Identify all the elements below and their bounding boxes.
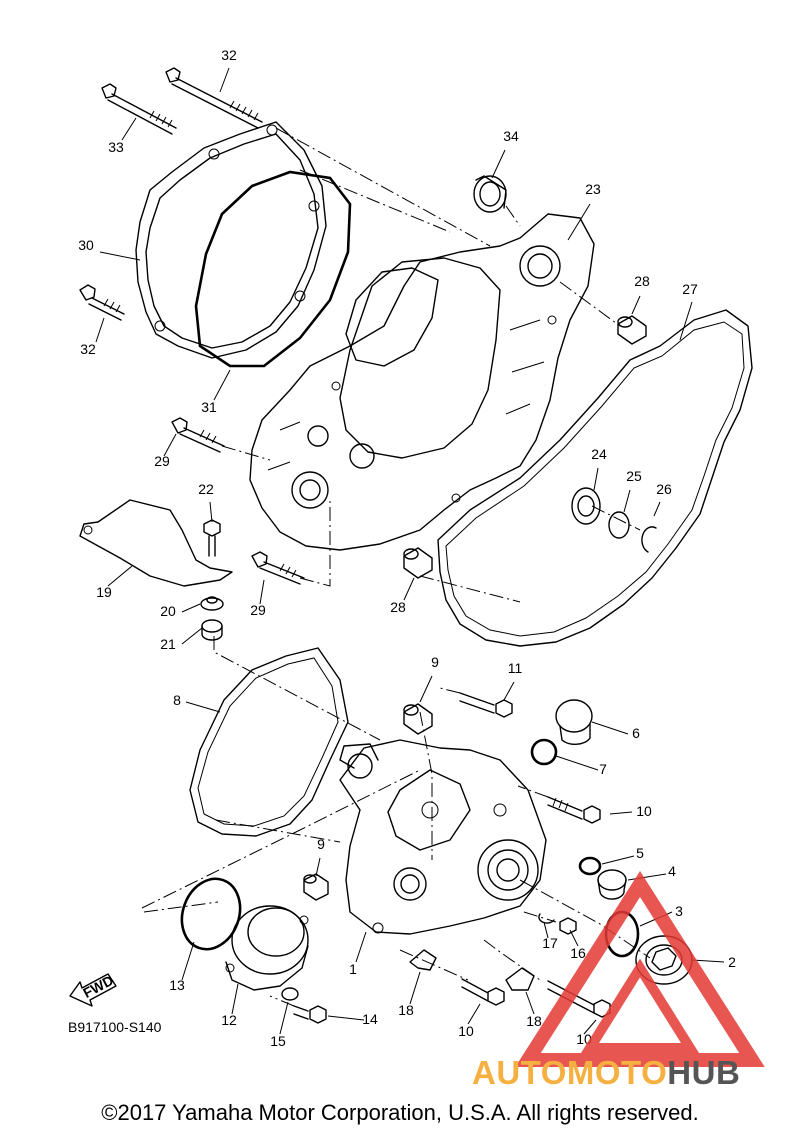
fwd-label: FWD xyxy=(80,972,116,1001)
watermark-triangle-outer xyxy=(515,870,765,1067)
callout-c26: 26 xyxy=(656,481,672,497)
watermark-text-part1: AUTOMOTO xyxy=(472,1054,668,1091)
dowel-pin-9-upper xyxy=(403,703,433,735)
callout-c19: 19 xyxy=(96,584,112,600)
watermark-logo xyxy=(515,870,765,1067)
gasket-27-inner xyxy=(445,321,745,637)
circlip-26 xyxy=(641,526,657,553)
callout-c23: 23 xyxy=(585,181,601,197)
bolt-33 xyxy=(101,83,177,135)
bracket-19-hole xyxy=(83,525,93,535)
oil-seal-34 xyxy=(473,175,507,213)
dowel-pin-28-upper xyxy=(617,315,647,345)
callout-c18b: 18 xyxy=(526,1013,542,1029)
crankcase-cover-1 xyxy=(339,739,547,935)
callout-c31: 31 xyxy=(201,399,217,415)
callout-c12: 12 xyxy=(221,1012,237,1028)
clamp-18-left xyxy=(409,949,437,971)
watermark-text-part2: HUB xyxy=(667,1054,741,1091)
callout-c27: 27 xyxy=(682,281,698,297)
gasket-8 xyxy=(189,647,349,837)
callout-c1: 1 xyxy=(349,961,357,977)
center-lines xyxy=(141,127,651,1007)
callout-c28a: 28 xyxy=(634,273,650,289)
clutch-cover-outer-30 xyxy=(135,121,327,359)
callout-c33: 33 xyxy=(108,139,124,155)
oil-filler-cap-6 xyxy=(555,699,593,745)
callout-c20: 20 xyxy=(160,603,176,619)
gasket-27 xyxy=(437,309,753,647)
bolt-22 xyxy=(203,519,221,557)
dowel-pin-9-lower xyxy=(303,873,329,901)
callout-c21: 21 xyxy=(160,636,176,652)
callout-c3: 3 xyxy=(675,903,683,919)
o-ring-5 xyxy=(578,856,602,876)
callout-c29a: 29 xyxy=(154,453,170,469)
callout-c17: 17 xyxy=(542,935,558,951)
bolt-29-lower xyxy=(251,551,305,585)
callout-c9b: 9 xyxy=(317,836,325,852)
watermark-text: AUTOMOTOHUB xyxy=(472,1054,740,1092)
callout-c8: 8 xyxy=(173,692,181,708)
bolt-10-upper xyxy=(547,796,601,824)
callout-c34: 34 xyxy=(503,128,519,144)
callout-c16: 16 xyxy=(570,945,586,961)
copyright-notice: ©2017 Yamaha Motor Corporation, U.S.A. A… xyxy=(101,1100,699,1125)
bolt-29-upper xyxy=(171,417,225,453)
callout-c28b: 28 xyxy=(390,599,406,615)
callout-c11: 11 xyxy=(508,660,523,676)
callout-c32a: 32 xyxy=(221,47,237,63)
leader-lines xyxy=(95,67,725,1035)
dowel-pin-28-lower xyxy=(403,547,433,579)
bearing-24 xyxy=(571,487,601,525)
collar-21 xyxy=(201,619,223,641)
bolt-14 xyxy=(293,1005,327,1024)
pin-16 xyxy=(559,917,577,935)
diagram-code: B917100-S140 xyxy=(68,1019,162,1035)
callout-c6: 6 xyxy=(632,725,640,741)
o-ring-7 xyxy=(530,738,558,766)
callout-c5: 5 xyxy=(636,845,644,861)
plug-4 xyxy=(597,869,627,900)
callout-c7: 7 xyxy=(599,761,607,777)
bracket-19 xyxy=(79,499,233,587)
fwd-arrow-icon: FWD xyxy=(69,972,117,1007)
bolt-32-top xyxy=(165,67,263,129)
gasket-8-inner xyxy=(197,657,339,827)
callout-c22: 22 xyxy=(198,481,214,497)
callout-c18a: 18 xyxy=(398,1002,414,1018)
bolt-32-left xyxy=(79,284,125,321)
watermark-triangle-inner xyxy=(580,958,700,1053)
callout-c2: 2 xyxy=(728,954,736,970)
clamp-18-right xyxy=(505,967,535,991)
washer-15 xyxy=(281,987,299,1001)
callout-c24: 24 xyxy=(591,446,607,462)
callout-c29b: 29 xyxy=(250,602,266,618)
callout-c13: 13 xyxy=(169,977,185,993)
bolt-10-lower-left xyxy=(461,978,505,1006)
cover-12 xyxy=(225,905,309,991)
gasket-13 xyxy=(180,877,242,951)
gasket-31 xyxy=(194,170,352,368)
callout-c25: 25 xyxy=(626,468,642,484)
callout-c4: 4 xyxy=(668,863,676,879)
callout-c10a: 10 xyxy=(636,803,652,819)
callout-c15: 15 xyxy=(270,1033,286,1049)
callout-c14: 14 xyxy=(362,1011,378,1027)
callout-c30: 30 xyxy=(78,237,94,253)
bolt-11 xyxy=(459,692,513,718)
washer-17 xyxy=(538,913,555,924)
callout-c9a: 9 xyxy=(431,654,439,670)
collar-20 xyxy=(200,596,224,611)
callout-c10b: 10 xyxy=(458,1023,474,1039)
crankcase-23 xyxy=(249,213,595,551)
washer-25 xyxy=(608,511,630,539)
callout-c32b: 32 xyxy=(80,341,96,357)
